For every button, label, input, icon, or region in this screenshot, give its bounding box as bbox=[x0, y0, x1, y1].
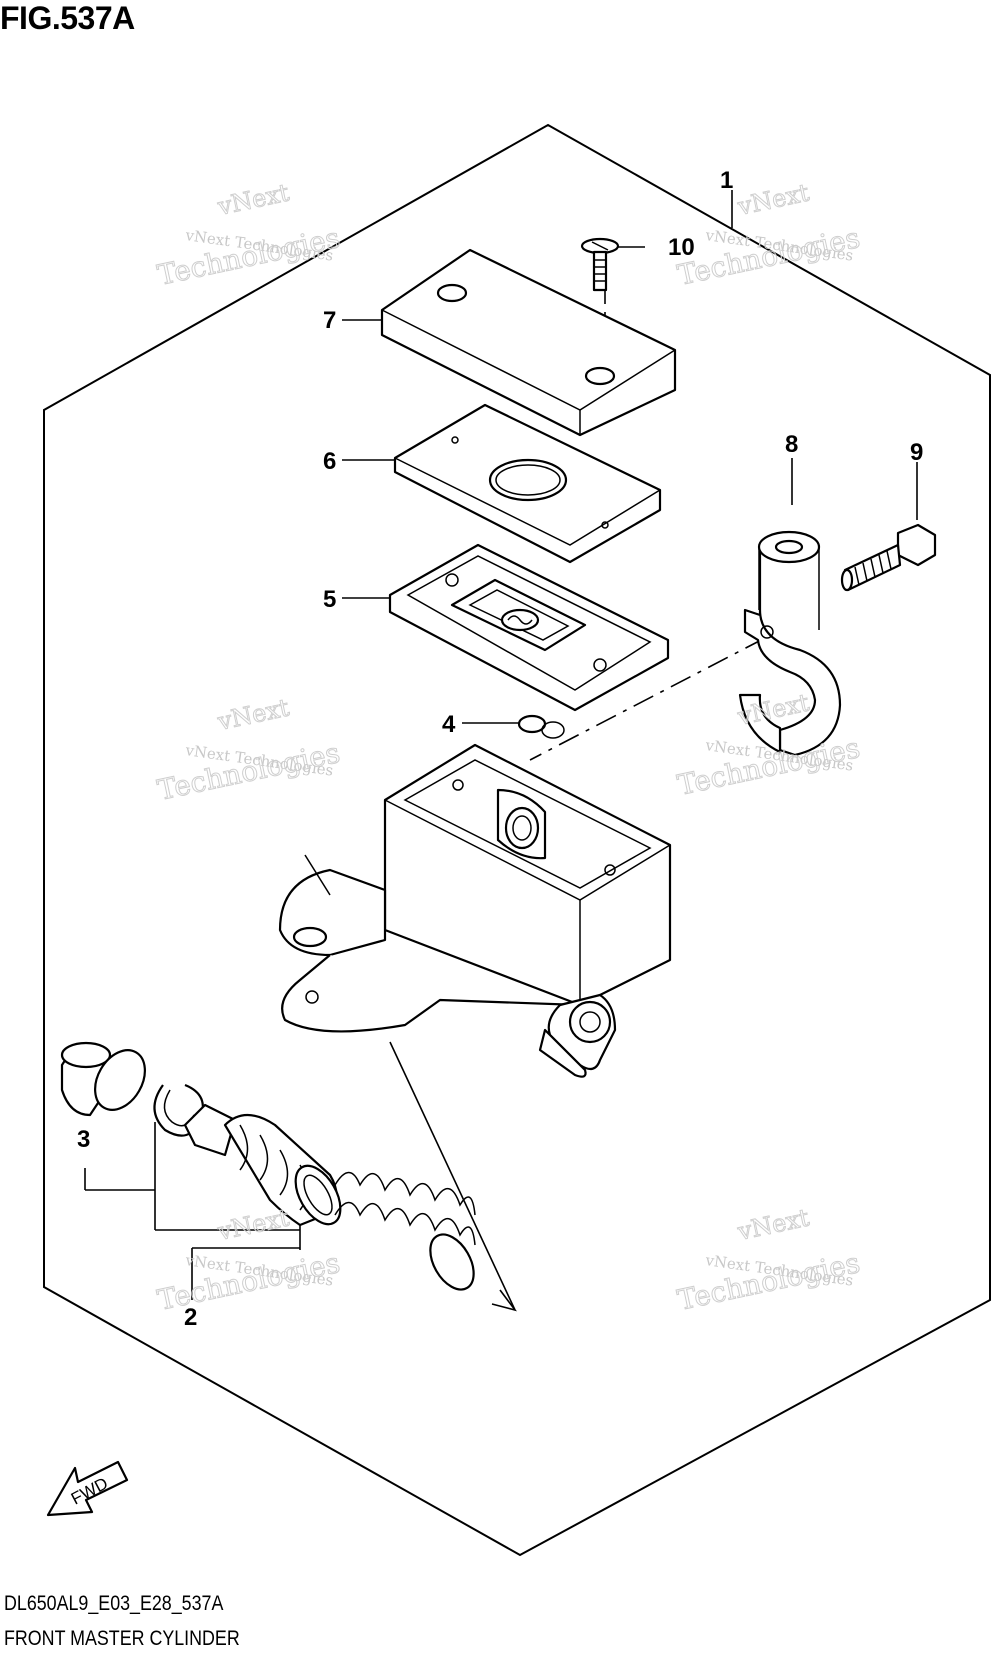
figure-title: FIG.537A bbox=[0, 0, 135, 36]
svg-text:vNext: vNext bbox=[734, 178, 812, 221]
callout-5: 5 bbox=[323, 586, 336, 613]
watermark-group: vNext Technologies vNext Technologies vN… bbox=[154, 178, 863, 1317]
part-3-boot bbox=[60, 1041, 146, 1117]
callout-labels: 1 10 7 6 5 4 8 9 3 2 bbox=[77, 167, 923, 1331]
part-spring bbox=[334, 1171, 476, 1291]
part-4-ring bbox=[517, 714, 565, 739]
callout-4: 4 bbox=[442, 711, 456, 738]
svg-text:vNext: vNext bbox=[214, 1203, 292, 1246]
footer-code: DL650AL9_E03_E28_537A bbox=[4, 1592, 224, 1615]
svg-text:Technologies: Technologies bbox=[675, 1246, 863, 1317]
footer-name: FRONT MASTER CYLINDER bbox=[4, 1627, 240, 1650]
svg-text:vNext: vNext bbox=[214, 178, 292, 221]
svg-text:vNext: vNext bbox=[214, 693, 292, 736]
callout-6: 6 bbox=[323, 448, 336, 475]
part-2-piston-assembly bbox=[183, 1103, 342, 1227]
callout-7: 7 bbox=[323, 307, 336, 334]
callout-8: 8 bbox=[785, 431, 798, 458]
svg-text:Technologies: Technologies bbox=[155, 736, 343, 807]
callout-9: 9 bbox=[910, 439, 923, 466]
callout-1: 1 bbox=[720, 167, 733, 194]
part-8-holder-clamp bbox=[738, 530, 842, 757]
svg-text:Technologies: Technologies bbox=[675, 221, 863, 292]
master-cylinder-body bbox=[278, 743, 672, 1078]
part-9-bolt bbox=[840, 523, 937, 592]
svg-text:vNext: vNext bbox=[734, 1203, 812, 1246]
callout-2: 2 bbox=[184, 1304, 197, 1331]
clamp-axis-line bbox=[529, 637, 766, 761]
part-10-screw bbox=[580, 237, 620, 292]
diagram-frame bbox=[43, 123, 991, 1557]
fwd-arrow-icon: FWD bbox=[46, 1460, 129, 1517]
part-5-diaphragm bbox=[388, 543, 670, 712]
svg-text:Technologies: Technologies bbox=[155, 1246, 343, 1317]
part-6-diaphragm-plate bbox=[393, 403, 662, 564]
callout-3: 3 bbox=[77, 1126, 90, 1153]
callout-10: 10 bbox=[668, 234, 695, 261]
part-7-reservoir-cap bbox=[380, 248, 677, 437]
svg-text:Technologies: Technologies bbox=[155, 221, 343, 292]
